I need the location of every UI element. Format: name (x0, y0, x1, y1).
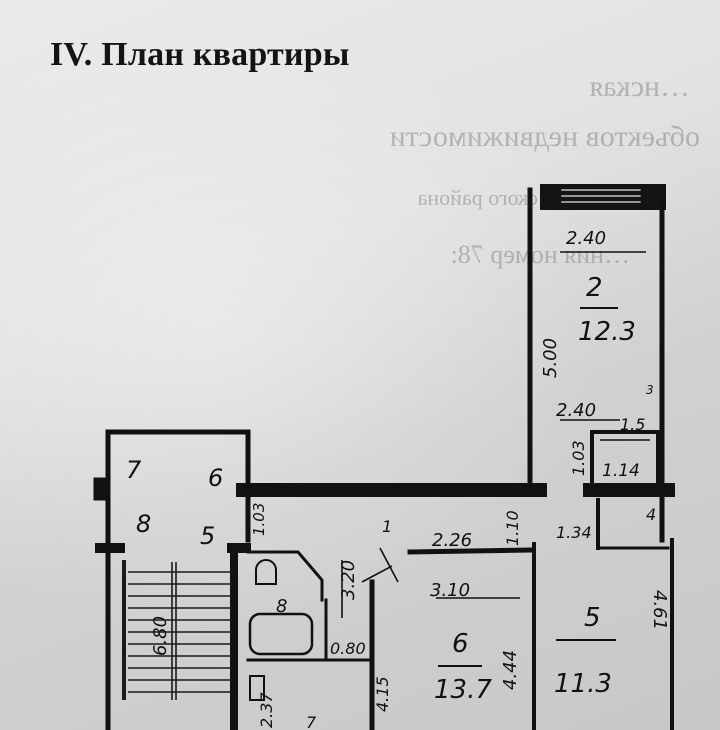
stairs (122, 560, 230, 700)
room-3-area: 1.14 (602, 461, 640, 481)
toilet-number: 7 (306, 713, 317, 730)
bathtub (248, 612, 314, 656)
wall-bath-top (246, 550, 324, 602)
corridor-length: 1.10 (503, 510, 522, 546)
room-5-area: 11.3 (554, 669, 612, 699)
stair-label-8: 8 (136, 510, 151, 538)
corridor-width: 2.26 (432, 530, 472, 551)
room-3-walls (590, 430, 660, 489)
corridor-label: 1 (382, 517, 392, 536)
side-dim: 4.15 (373, 676, 392, 712)
dimension-lines (341, 251, 650, 667)
wall-stair-post (93, 477, 107, 501)
wall-corridor-bottom (407, 547, 533, 555)
stair-label-5: 5 (200, 522, 215, 550)
page-title: IV. План квартиры (50, 36, 350, 73)
washbasin (255, 559, 277, 585)
window-block (540, 184, 666, 210)
walls (93, 184, 675, 730)
room-6-width: 3.10 (430, 580, 470, 601)
door-swing-corridor (379, 547, 399, 583)
room-3-number: 3 (646, 383, 654, 397)
room-4-number: 4 (646, 505, 656, 524)
toilet-fixture (249, 675, 265, 701)
room-6-number: 6 (452, 629, 469, 659)
room-5-number: 5 (584, 603, 601, 633)
stair-label-7: 7 (126, 456, 142, 484)
door-leaf (361, 565, 393, 583)
room-3-length: 1.03 (569, 440, 588, 476)
room-5-length: 4.61 (649, 590, 670, 630)
bath-width: 0.80 (330, 639, 366, 658)
plan-labels: 2.40 2 12.3 5.00 2.40 3 1.5 1.03 1.14 4 … (126, 228, 670, 730)
toilet-length: 2.37 (257, 692, 276, 728)
room-2-width: 2.40 (566, 228, 606, 249)
room-6-length: 4.44 (500, 650, 521, 690)
room-2-area: 12.3 (578, 317, 636, 347)
bath-length: 3.20 (338, 560, 359, 600)
window-dim: 2.40 (556, 400, 596, 421)
stair-label-6: 6 (208, 464, 223, 492)
room-3-width: 1.5 (620, 415, 645, 434)
stair-length: 6.80 (150, 616, 171, 656)
room-6-area: 13.7 (434, 675, 492, 705)
window-lines (561, 189, 641, 203)
room-4-width: 1.34 (556, 523, 592, 542)
bath-number: 8 (276, 596, 287, 617)
room-2-number: 2 (586, 273, 603, 303)
room-2-length: 5.00 (540, 338, 561, 378)
door-dim: 1.03 (250, 503, 268, 536)
